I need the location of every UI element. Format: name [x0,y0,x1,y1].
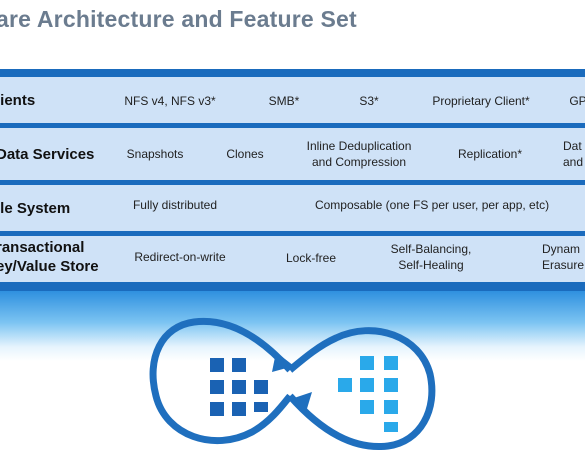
layer-label: ile System [0,200,71,217]
layer-label: Data Services [0,146,95,163]
layer-item: Dynam Erasure [542,242,585,272]
layer-item: Dat and [563,139,584,169]
logo-ring-right [287,327,436,451]
layer-item: S3* [359,94,379,108]
layer-item: Fully distributed [132,198,218,212]
layer-label: lients [0,92,36,109]
layer-item: Replication* [457,147,523,161]
logo-ring-left [149,317,293,444]
layer-item: SMB* [268,94,300,108]
layer-item: NFS v4, NFS v3* [124,94,216,108]
logo-blocks-right [338,356,398,432]
arrow-left-icon [288,392,312,412]
page-title: are Architecture and Feature Set [0,6,357,32]
layer-item: Proprietary Client* [432,94,530,108]
layer-item: GP [569,94,585,108]
stack-shadow [0,291,585,361]
layer-item: Self-Balancing, Self-Healing [390,242,472,272]
layer-file-system: ile System Fully distributed Composable … [0,185,585,231]
logo-blocks-left [210,358,268,416]
layer-item: Inline Deduplication and Compression [306,139,412,169]
layer-kv-store: ransactional ey/Value Store Redirect-on-… [0,236,585,282]
arrow-right-icon [272,352,294,372]
layer-item: Clones [226,147,264,161]
layer-item: Composable (one FS per user, per app, et… [314,198,550,212]
layer-item: Redirect-on-write [134,250,226,264]
layer-item: Snapshots [126,147,184,161]
layer-clients: lients NFS v4, NFS v3* SMB* S3* Propriet… [0,77,585,123]
layer-item: Lock-free [285,251,337,265]
layer-label: ransactional ey/Value Store [0,239,99,275]
architecture-stack: lients NFS v4, NFS v3* SMB* S3* Propriet… [0,69,585,291]
infinity-logo [149,317,436,451]
layer-data-services: Data Services Snapshots Clones Inline De… [0,128,585,180]
